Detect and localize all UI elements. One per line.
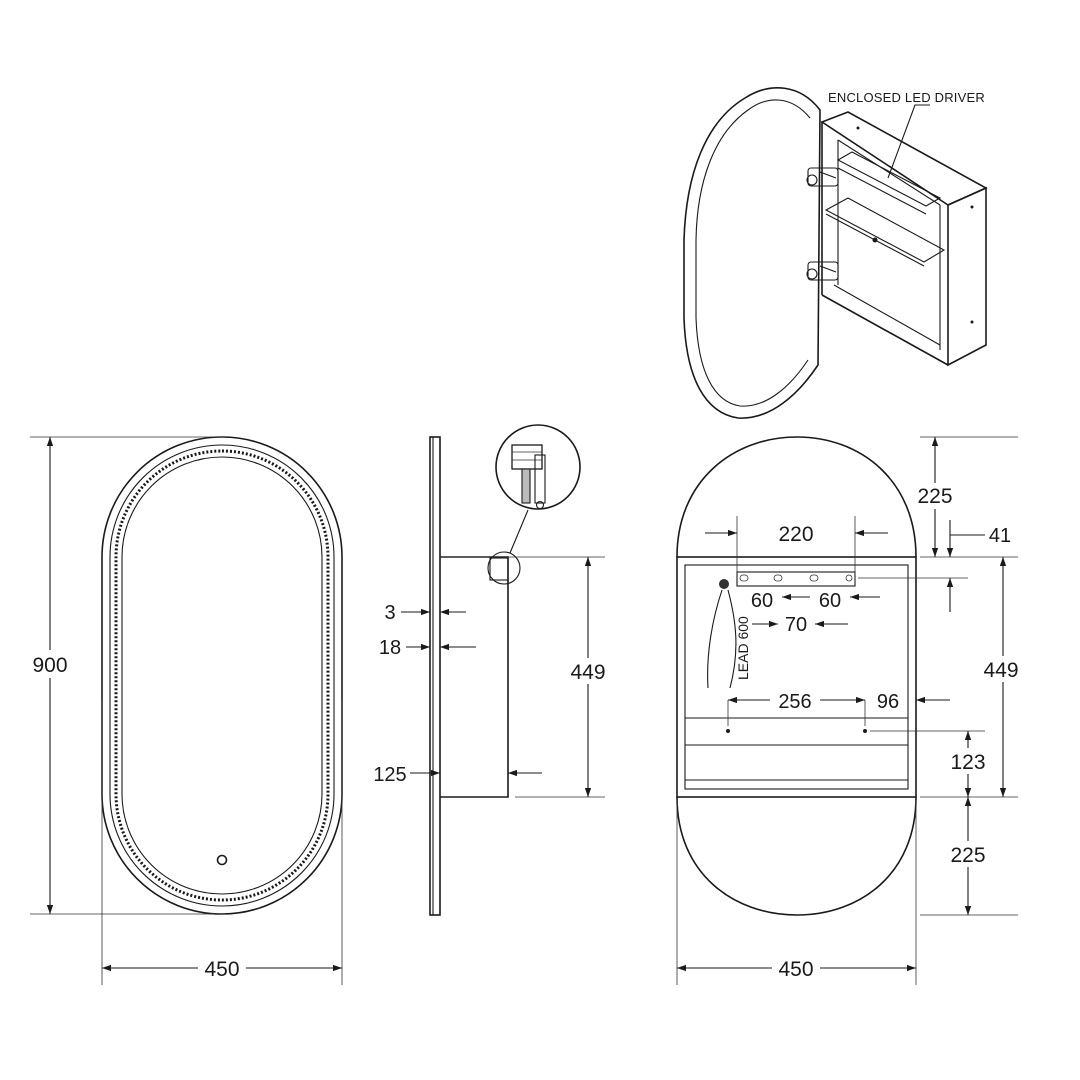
dim-depth: 125 <box>373 764 406 786</box>
side-view: 3 18 125 449 <box>373 424 610 916</box>
mirror-inner-edge <box>109 444 335 907</box>
section-detail-circle <box>495 424 581 510</box>
hinge-icon <box>806 167 839 187</box>
mirror-outline <box>101 436 343 915</box>
cabinet-profile <box>440 556 509 798</box>
mounting-bracket <box>736 571 856 587</box>
dim-lower-right: 96 <box>877 691 899 713</box>
mirror-glass <box>121 456 323 895</box>
dim-glass: 3 <box>384 602 395 624</box>
dim-top-offset: 41 <box>989 525 1011 547</box>
dim-rear-height: 449 <box>983 659 1018 682</box>
dim-bottom-cap: 225 <box>950 844 985 867</box>
dim-rear-width: 450 <box>778 958 813 981</box>
dim-front-width: 450 <box>204 958 239 981</box>
dim-lower-height: 123 <box>950 751 985 774</box>
hinge-icon <box>806 261 839 281</box>
detail-target <box>489 557 509 581</box>
dim-side-height: 449 <box>570 661 605 684</box>
rear-view: LEAD 600 225 220 41 449 60 60 <box>676 436 1026 985</box>
cabinet-inner <box>684 564 909 790</box>
cabinet-back <box>676 556 917 798</box>
dim-bracket-width: 220 <box>778 523 813 546</box>
dim-hole-right: 60 <box>819 590 841 612</box>
touch-sensor-icon <box>216 854 228 866</box>
cable-lead-icon <box>707 579 737 689</box>
iso-cabinet-box <box>820 111 988 367</box>
bottom-cap <box>676 796 917 916</box>
dim-hole-left: 60 <box>751 590 773 612</box>
iso-door-inner <box>695 99 811 407</box>
dim-lower-spacing: 256 <box>778 691 811 713</box>
led-driver-leader <box>887 104 930 179</box>
mount-hole <box>726 729 730 733</box>
dim-front-height: 900 <box>32 654 67 677</box>
mount-hole <box>863 729 867 733</box>
iso-door-outer <box>683 87 821 419</box>
dim-door: 18 <box>379 637 401 659</box>
front-view: 900 450 <box>28 436 343 985</box>
lead-label: LEAD 600 <box>735 616 751 680</box>
door-profile <box>429 436 441 916</box>
led-strip <box>114 449 330 902</box>
isometric-view: ENCLOSED LED DRIVER <box>683 87 988 419</box>
section-detail-icon <box>511 444 546 510</box>
led-driver-label: ENCLOSED LED DRIVER <box>828 90 985 105</box>
top-cap <box>676 436 917 558</box>
dim-hole-spacing: 70 <box>785 614 807 636</box>
dim-top-cap: 225 <box>917 485 952 508</box>
